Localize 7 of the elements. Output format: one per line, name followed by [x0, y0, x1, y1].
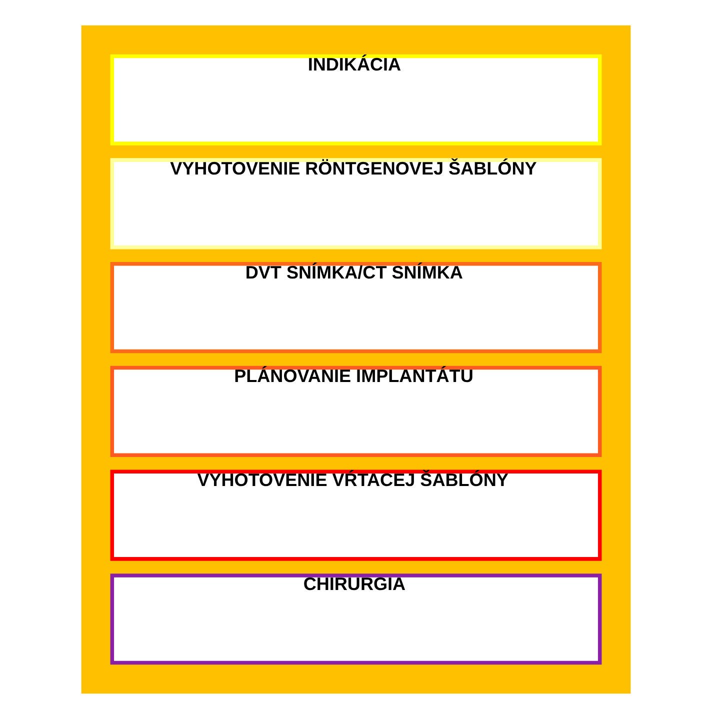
node-box: VYHOTOVENIE VŔTACEJ ŠABLÓNY — [110, 470, 602, 561]
node-box: PLÁNOVANIE IMPLANTÁTU — [110, 366, 602, 457]
node-box: CHIRURGIA — [110, 574, 602, 665]
cluster — [81, 25, 631, 694]
node-box: VYHOTOVENIE RÖNTGENOVEJ ŠABLÓNY — [110, 158, 602, 250]
node-box: DVT SNÍMKA/CT SNÍMKA — [110, 262, 602, 354]
node-box: INDIKÁCIA — [110, 54, 602, 146]
